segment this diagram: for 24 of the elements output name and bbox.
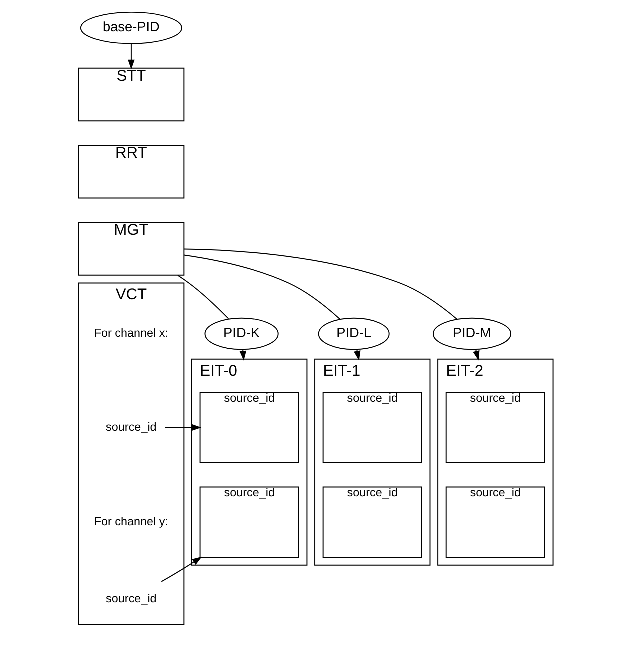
node-box: source_id xyxy=(322,486,422,558)
arrow xyxy=(164,424,202,432)
node-box: RRT xyxy=(78,145,184,199)
node-text: For channel y: xyxy=(94,515,168,528)
node-box: source_id xyxy=(445,486,545,558)
node-box: source_id xyxy=(199,392,299,464)
node-box: source_id xyxy=(199,486,299,558)
arrow xyxy=(354,350,360,361)
node-box: source_id xyxy=(322,392,422,464)
connector xyxy=(176,275,229,320)
arrow xyxy=(160,556,202,582)
node-text: For channel x: xyxy=(94,327,168,340)
node-box: MGT xyxy=(78,222,184,276)
connector xyxy=(183,254,340,320)
node-ellipse: PID-K xyxy=(204,318,278,350)
node-text: source_id xyxy=(106,420,156,434)
node-ellipse: PID-M xyxy=(432,318,511,350)
node-text: source_id xyxy=(106,592,156,606)
node-box: source_id xyxy=(445,392,545,464)
connector xyxy=(183,248,458,320)
arrow xyxy=(128,44,134,70)
node-ellipse: base-PID xyxy=(80,12,182,44)
node-box: STT xyxy=(78,68,184,122)
node-ellipse: PID-L xyxy=(318,318,390,350)
